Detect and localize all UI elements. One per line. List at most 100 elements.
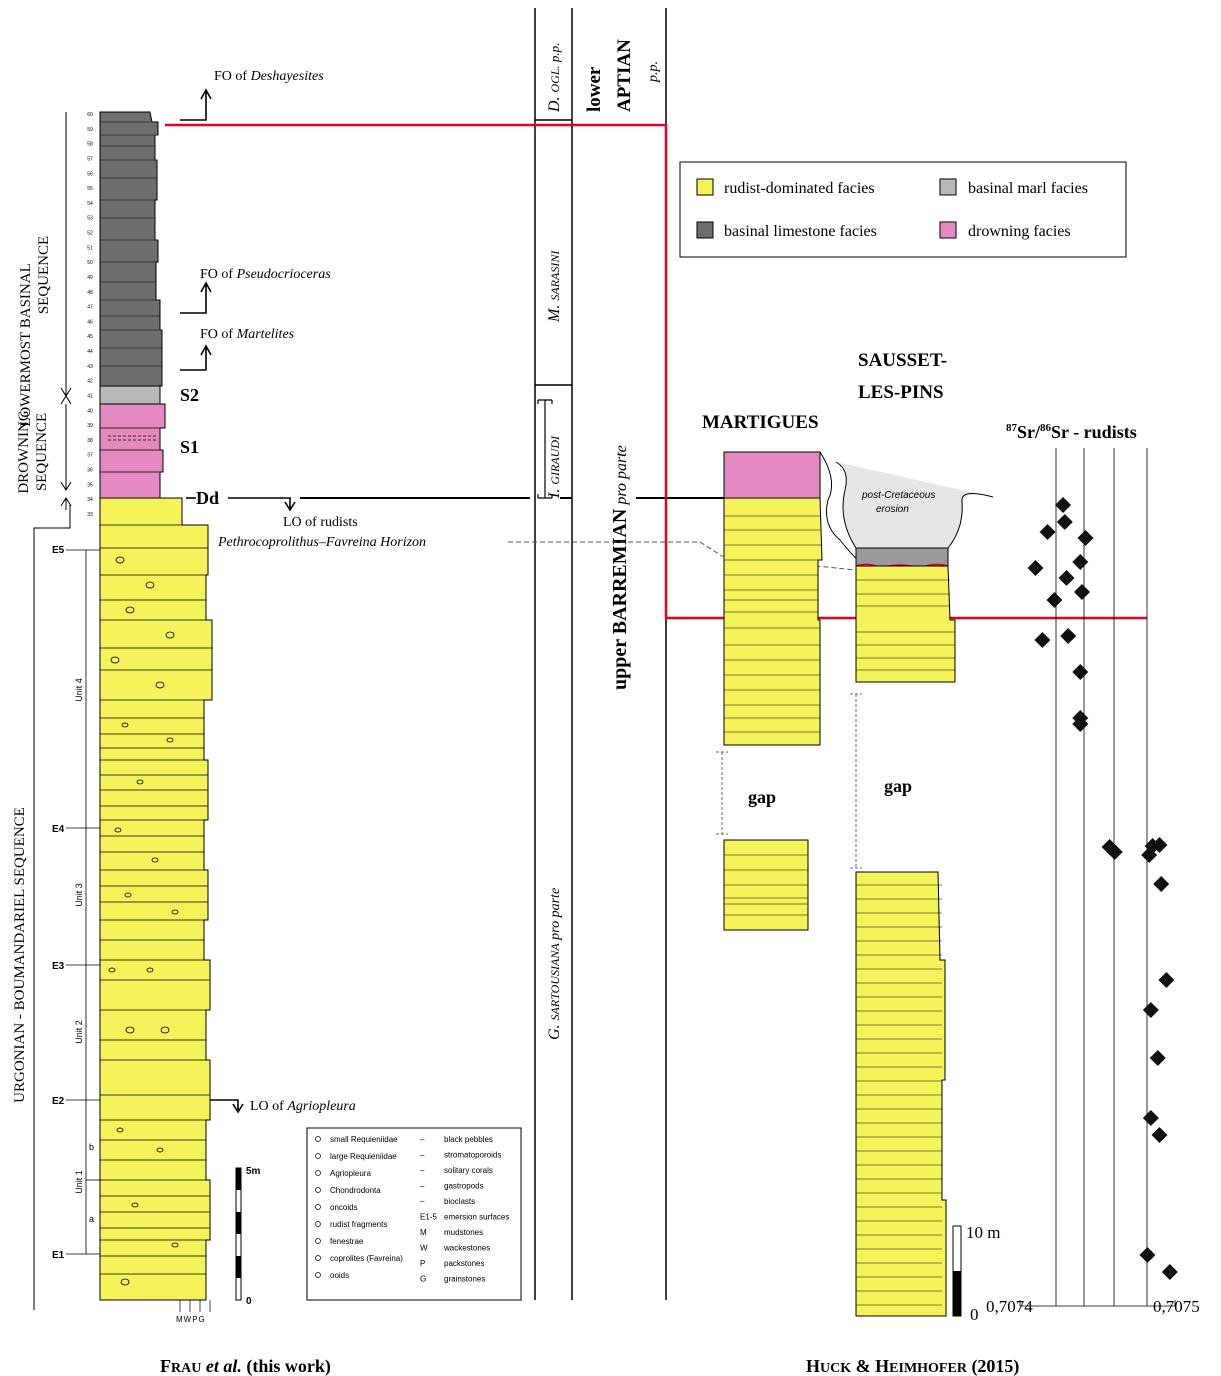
sr-point [1027,560,1044,576]
bed-number: 38 [87,438,93,444]
bed-number: 39 [87,423,93,429]
legend-rudist: rudist-dominated facies [724,180,875,197]
martigues-title: MARTIGUES [702,412,819,433]
small-legend-item: solitary corals [444,1166,493,1175]
martigues-column: gap [716,451,859,931]
stage-labels: lower APTIAN p.p. upper BARREMIAN pro pa… [584,39,661,690]
giraudi-bracket [537,399,553,499]
bed-number-list: 6059585756555453525150494847464544434241… [87,112,93,518]
stage-aptian: APTIAN [614,39,635,112]
stage-pp: p.p. [646,61,661,83]
bed-number: 59 [87,127,93,133]
sr-point [1142,1002,1159,1018]
small-legend-key: W [420,1244,428,1253]
basinal-marl-block [99,385,161,405]
fo-pseudocrioceras-label: FO of Pseudocrioceras [200,267,331,282]
small-legend-item: ooids [330,1271,349,1280]
sr-x-label-left: 0,7074 [986,1297,1033,1316]
small-legend-item: bioclasts [444,1197,475,1206]
legend-symbol-icon [315,1136,321,1142]
sausset-title-1: SAUSSET- [858,350,947,371]
small-legend-item: Agriopleura [330,1169,371,1178]
bed-number: 43 [87,364,93,370]
small-legend-item: oncoids [330,1203,358,1212]
horizon-label: Pethrocoprolithus–Favreina Horizon [217,535,426,550]
bed-number: 53 [87,216,93,222]
unit-1-label: Unit 1 [74,1170,84,1194]
s2-label: S2 [180,385,199,405]
sausset-gap-label: gap [884,776,912,796]
bed-number: 48 [87,290,93,296]
sr-point [1161,1264,1178,1280]
sr-point [1072,554,1089,570]
zone-column-lines [534,8,667,1300]
sr-point [1142,1110,1159,1126]
sr-point [1158,972,1175,988]
unit-3-label: Unit 3 [74,883,84,907]
texture-scale-letters: MWPG [176,1315,206,1324]
erosion-label-1: post-Cretaceous [861,490,935,501]
sr-point [1072,664,1089,680]
bed-number: 36 [87,468,93,474]
sr-data-points [1027,497,1178,1280]
bed-number: 52 [87,231,93,237]
rudist-symbols [108,556,179,1286]
small-legend-item: stromatoporoids [444,1151,501,1160]
bed-number: 46 [87,319,93,325]
right-scale-bottom-label: 0 [970,1305,979,1324]
bed-number: 58 [87,142,93,148]
sequence-labels: LOWERMOST BASINAL SEQUENCE DROWNING SEQU… [12,236,52,1103]
bed-number: 55 [87,186,93,192]
surface-label-e4: E4 [52,824,65,835]
surface-label-e1: E1 [52,1250,65,1261]
sr-point [1106,844,1123,860]
sr-point [1072,716,1089,732]
sr-point [1074,584,1090,600]
bed-number: 49 [87,275,93,281]
bed-number: 57 [87,156,93,162]
sr-point [1151,1127,1168,1143]
unit-labels: Unit 4 Unit 3 Unit 2 Unit 1 b a [74,678,94,1224]
urgonian-sequence-label: URGONIAN - BOUMANDARIEL SEQUENCE [12,807,28,1103]
sr-plot-title: 87Sr/86Sr - rudists [1006,422,1137,442]
sr-point [1056,514,1073,530]
subunit-a-label: a [89,1214,94,1224]
lowermost-sequence-label-1: LOWERMOST BASINAL [18,263,34,426]
bed-number: 45 [87,334,93,340]
lo-agriopleura-label: LO of Agriopleura [250,1099,356,1114]
legend-marl: basinal marl facies [968,180,1088,197]
bed-number: 33 [87,512,93,518]
drowning-facies-block [99,403,166,499]
zone-labels: D. OGL. p.p. M. SARASINI I. GIRAUDI G. S… [546,43,563,1040]
small-legend-item: packstones [444,1259,484,1268]
left-scale-bottom-label: 0 [246,1296,252,1307]
sr-point [1139,1247,1156,1263]
bed-number: 56 [87,171,93,177]
legend-limestone: basinal limestone facies [724,223,877,240]
zone-d-ogl: D. OGL. p.p. [546,43,563,113]
sequence-brackets [33,112,72,1310]
stage-lower: lower [584,66,605,112]
bed-number: 42 [87,379,93,385]
small-legend-item: fenestrae [330,1237,364,1246]
legend-symbol-icon [315,1170,321,1176]
small-legend-item: black pebbles [444,1135,493,1144]
zone-m-sarasini: M. SARASINI [546,250,563,323]
sr-point [1058,570,1075,586]
basinal-limestone-block [99,111,163,387]
small-legend-item: coprolites (Favreina) [330,1254,403,1263]
subunit-b-label: b [89,1142,94,1152]
small-legend-item: small Requieniidae [330,1135,398,1144]
fo-martelites-label: FO of Martelites [200,327,295,342]
small-legend-item: emersion surfaces [444,1213,509,1222]
right-scale-bar: 10 m 0 [952,1223,1000,1324]
erosion-label-2: erosion [876,504,909,515]
unit-2-label: Unit 2 [74,1020,84,1044]
sr-plot-axes [1019,448,1176,1307]
emersion-surfaces: E5 E4 E3 E2 E1 [52,545,65,1261]
sr-point [1060,628,1077,644]
main-column [99,111,213,1301]
small-legend-key: – [420,1151,425,1160]
